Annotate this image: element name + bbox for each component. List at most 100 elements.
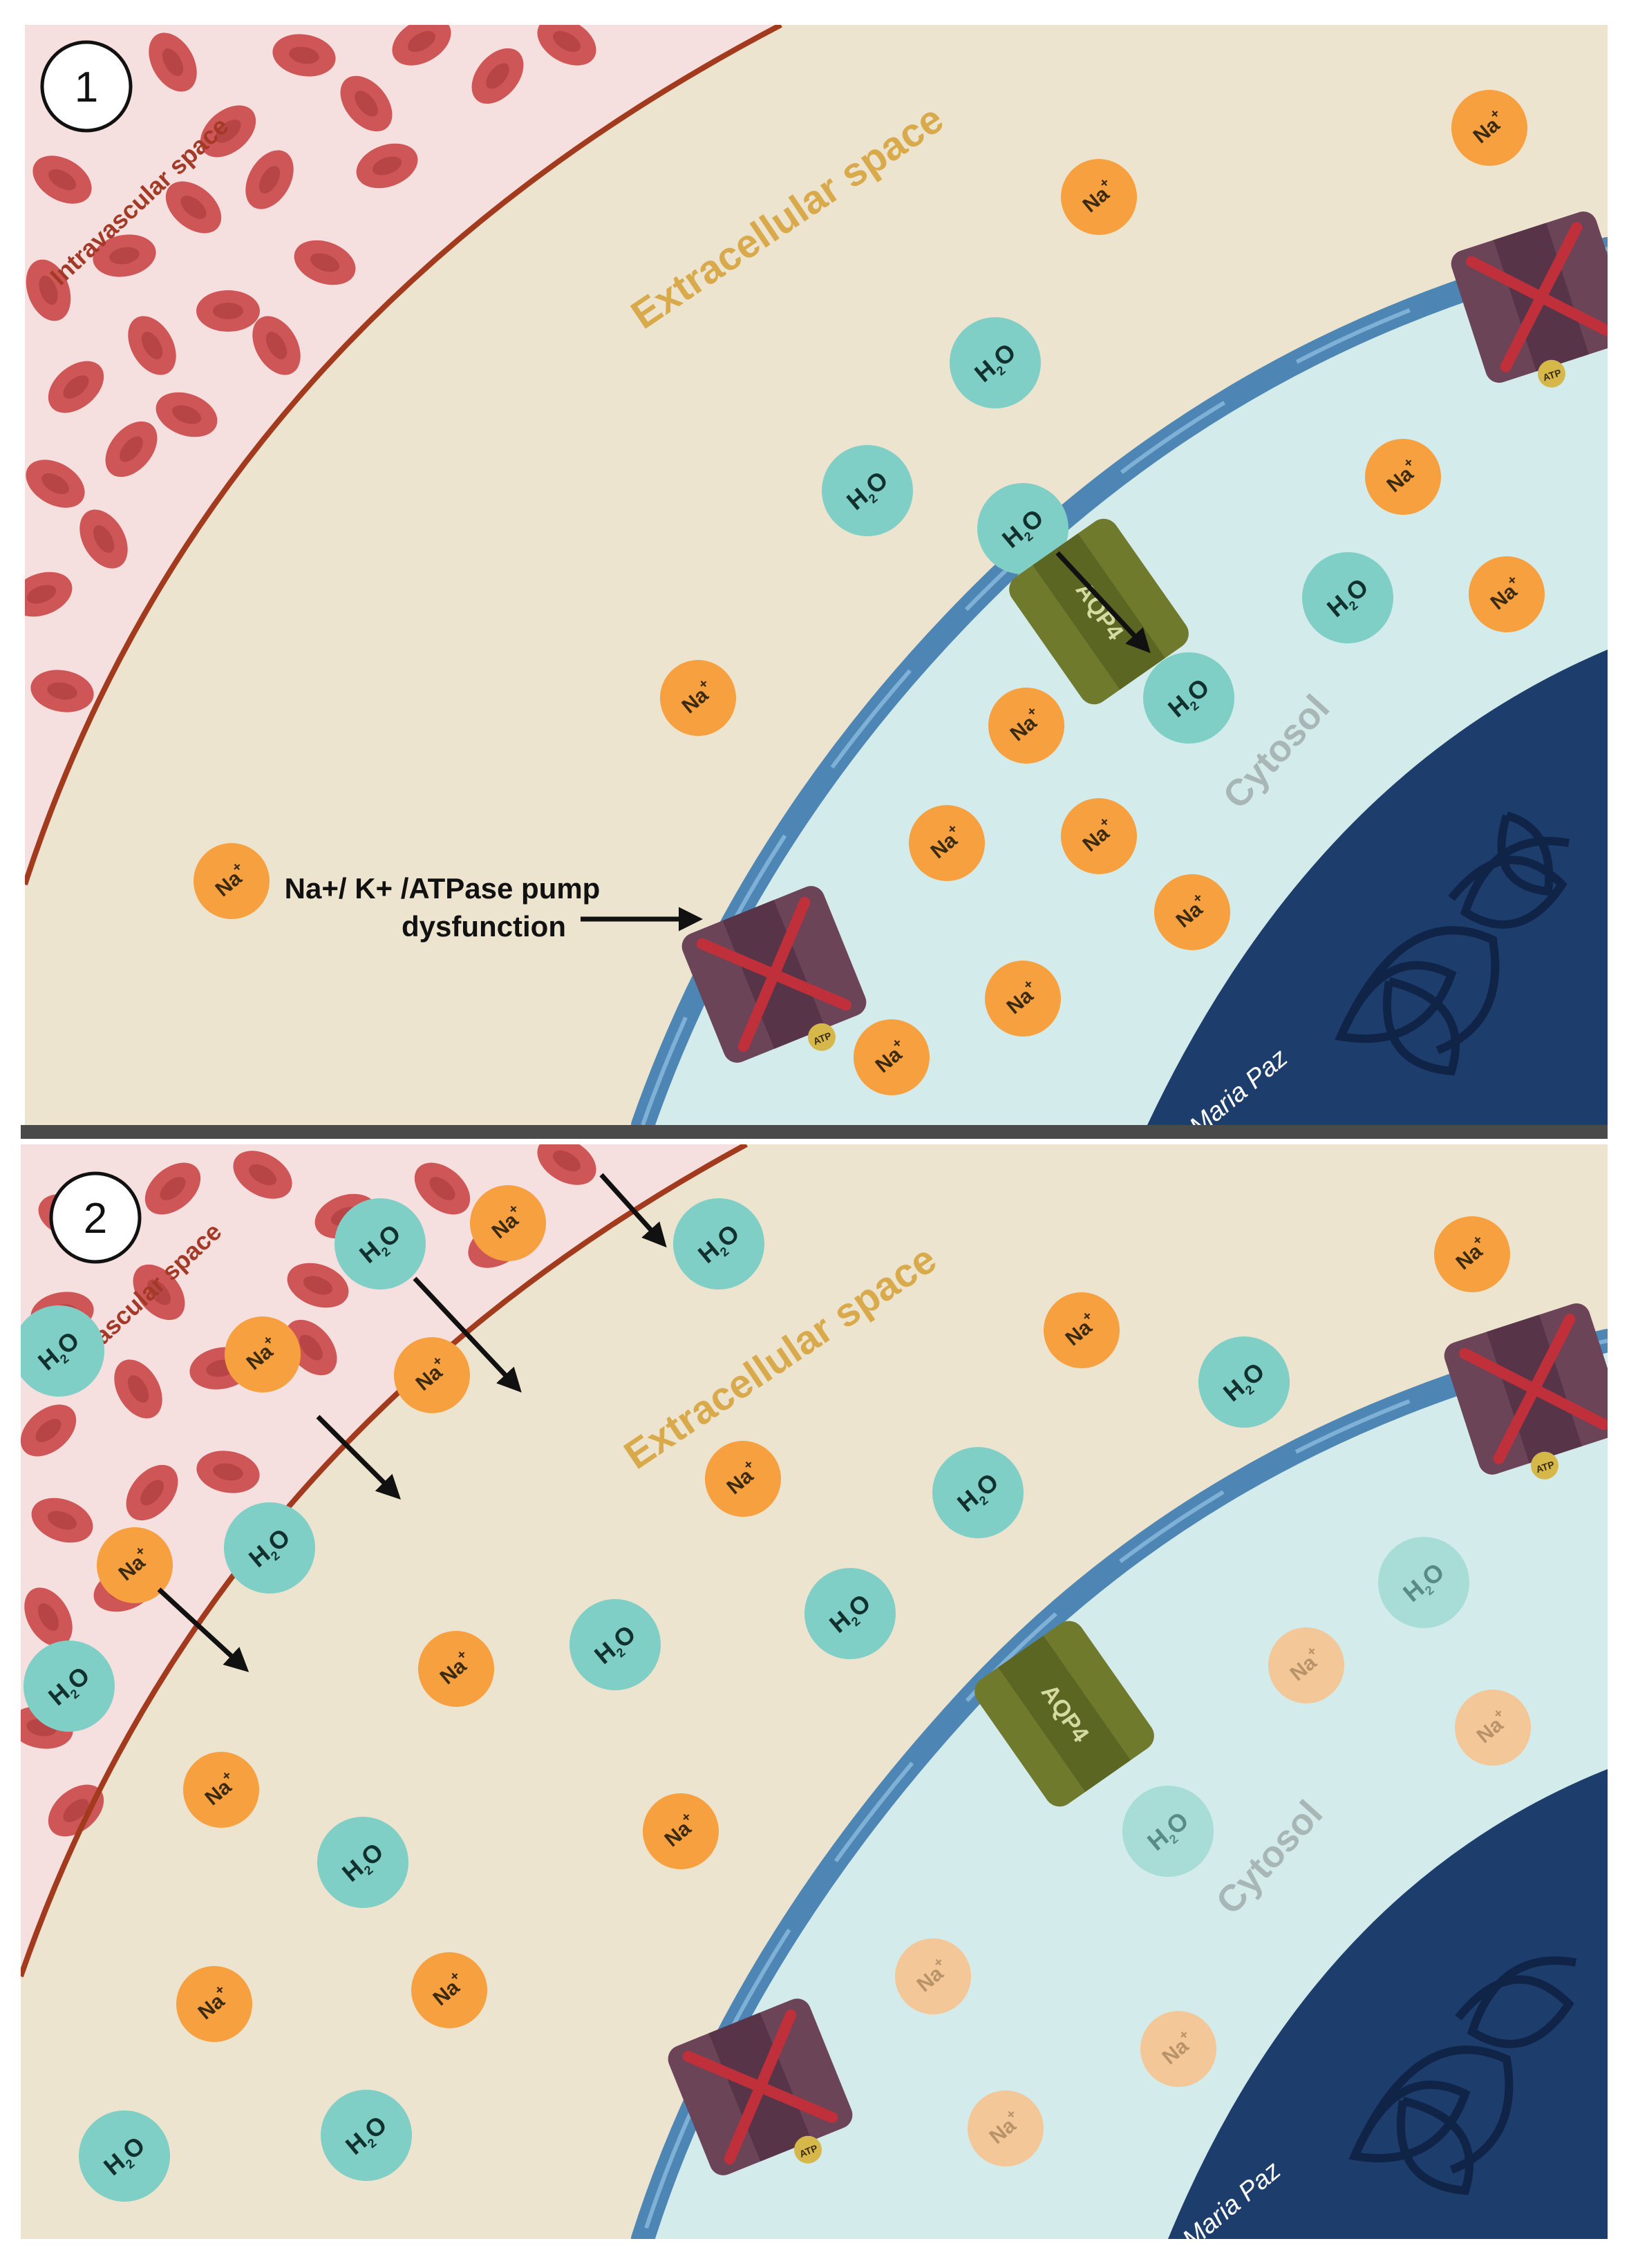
red-blood-cell-icon — [272, 34, 336, 77]
water-molecule-icon: H2O — [569, 1599, 661, 1690]
red-blood-cell-icon — [471, 48, 524, 104]
panel-1: Intravascular space Extracellular space … — [25, 25, 1608, 1125]
sodium-ion-icon: Na+ — [225, 1316, 301, 1392]
red-blood-cell-icon — [414, 1162, 471, 1215]
sodium-ion-icon: Na+ — [411, 1952, 487, 2028]
red-blood-cell-icon — [156, 392, 218, 437]
arrow-icon — [599, 1173, 667, 1248]
water-molecule-icon: H2O — [1302, 552, 1393, 643]
sodium-ion-icon: Na+ — [1434, 1216, 1510, 1292]
nucleus — [1168, 1769, 1608, 2239]
aquaporin-channel-icon: AQP4 — [974, 1620, 1154, 1807]
atp-badge-icon: ATP — [1530, 1451, 1559, 1480]
sodium-ion-icon: Na+ — [909, 805, 985, 881]
red-blood-cell-icon — [48, 1784, 104, 1837]
red-blood-cell-icon — [252, 316, 301, 375]
disabled-x-icon — [1459, 1314, 1608, 1464]
red-blood-cell-icon — [233, 1151, 292, 1199]
red-blood-cell-icon — [126, 1464, 178, 1521]
sodium-ion-icon: Na+ — [1455, 1690, 1531, 1766]
sodium-ion-icon: Na+ — [418, 1631, 494, 1707]
sodium-ion-icon: Na+ — [1469, 556, 1545, 632]
sodium-ion-icon: Na+ — [1154, 874, 1230, 950]
sodium-ion-icon: Na+ — [895, 1938, 971, 2014]
chromatin — [1348, 1956, 1577, 2195]
arrow-icon — [413, 1276, 522, 1393]
sodium-ion-icon: Na+ — [643, 1793, 719, 1869]
panel-number-badge: 1 — [40, 40, 133, 133]
water-influx-arrow — [1055, 551, 1151, 654]
arrows-panel-2 — [157, 1173, 667, 1672]
water-molecule-icon: H2O — [804, 1568, 896, 1659]
sodium-ion-icon: Na+ — [1061, 159, 1137, 235]
water-molecule-icon: H2O — [321, 2090, 412, 2181]
red-blood-cell-icon — [537, 25, 596, 66]
sodium-ion-icon: Na+ — [854, 1019, 930, 1095]
water-molecule-icon: H2O — [673, 1198, 764, 1289]
red-blood-cell-icon — [356, 143, 418, 189]
red-blood-cell-icon — [26, 460, 85, 508]
red-blood-cell-icon — [25, 571, 73, 617]
sodium-ion-icon: Na+ — [394, 1337, 470, 1413]
red-blood-cell-icon — [21, 1404, 77, 1457]
water-molecule-icon: H2O — [317, 1817, 408, 1908]
sodium-ion-icon: Na+ — [470, 1185, 546, 1261]
disabled-x-icon — [1466, 222, 1608, 372]
water-molecule-icon: H2O — [224, 1502, 315, 1594]
sodium-ion-icon: Na+ — [97, 1527, 173, 1603]
arrow-icon — [316, 1415, 401, 1500]
sodium-ion-icon: Na+ — [705, 1441, 781, 1517]
red-blood-cell-icon — [144, 1162, 201, 1215]
red-blood-cell-icon — [287, 1263, 349, 1308]
water-molecule-icon: H2O — [1378, 1537, 1469, 1628]
pump-dysfunction-annotation: Na+/ K+ /ATPase pump — [285, 872, 601, 905]
chromatin — [1335, 811, 1570, 1076]
sodium-ion-icon: Na+ — [988, 688, 1064, 764]
water-molecule-icon: H2O — [950, 317, 1041, 408]
red-blood-cell-icon — [200, 105, 256, 158]
sodium-ion-icon: Na+ — [1044, 1292, 1120, 1368]
atp-label: ATP — [1534, 1459, 1556, 1475]
red-blood-cell-icon — [245, 150, 294, 209]
red-blood-cell-icon — [93, 234, 156, 277]
sodium-potassium-pump-icon: ATP — [1444, 1303, 1608, 1480]
panel-separator — [21, 1125, 1608, 1139]
water-molecule-icon: H2O — [335, 1198, 426, 1289]
red-blood-cell-icon — [392, 25, 451, 66]
panel-2: Intravascular space Extracellular space … — [21, 1144, 1608, 2239]
water-molecule-icon: H2O — [1143, 652, 1234, 744]
disabled-x-icon — [682, 2009, 838, 2165]
atp-badge-icon: ATP — [1537, 359, 1565, 388]
sodium-ion-icon: Na+ — [1365, 439, 1441, 515]
water-molecule-icon: H2O — [1198, 1336, 1290, 1428]
red-blood-cell-icon — [165, 181, 222, 234]
red-blood-cell-icon — [114, 1359, 162, 1419]
pump-dysfunction-annotation-line2: dysfunction — [402, 910, 566, 943]
sodium-ion-icon: Na+ — [194, 843, 270, 919]
intravascular-region — [25, 25, 781, 885]
nucleus — [1147, 650, 1608, 1125]
red-blood-cell-icon — [294, 240, 356, 285]
sodium-potassium-pump-icon: ATP — [681, 886, 867, 1063]
red-blood-cell-icon — [133, 1264, 185, 1321]
sodium-ion-icon: Na+ — [985, 961, 1061, 1037]
red-blood-cell-icon — [79, 509, 128, 569]
sodium-ion-icon: Na+ — [1268, 1627, 1344, 1703]
sodium-ion-icon: Na+ — [968, 2090, 1044, 2166]
water-molecule-icon: H2O — [1122, 1786, 1214, 1877]
sodium-potassium-pump-icon: ATP — [668, 1998, 853, 2175]
red-blood-cell-icon — [30, 670, 94, 712]
red-blood-cell-icon — [340, 75, 393, 132]
red-blood-cell-icon — [196, 1450, 260, 1493]
disabled-x-icon — [696, 896, 852, 1052]
water-molecule-icon: H2O — [977, 483, 1068, 574]
red-blood-cell-icon — [32, 155, 92, 204]
sodium-ion-icon: Na+ — [1140, 2011, 1216, 2087]
water-molecule-icon: H2O — [23, 1641, 115, 1732]
atp-badge-icon: ATP — [808, 1023, 836, 1051]
sodium-ion-icon: Na+ — [1061, 798, 1137, 874]
particles-panel-2: Na+Na+Na+Na+Na+Na+Na+Na+Na+Na+Na+Na+Na+N… — [21, 1185, 1531, 2202]
red-blood-cell-icon — [105, 421, 158, 478]
atp-label: ATP — [1541, 367, 1563, 384]
